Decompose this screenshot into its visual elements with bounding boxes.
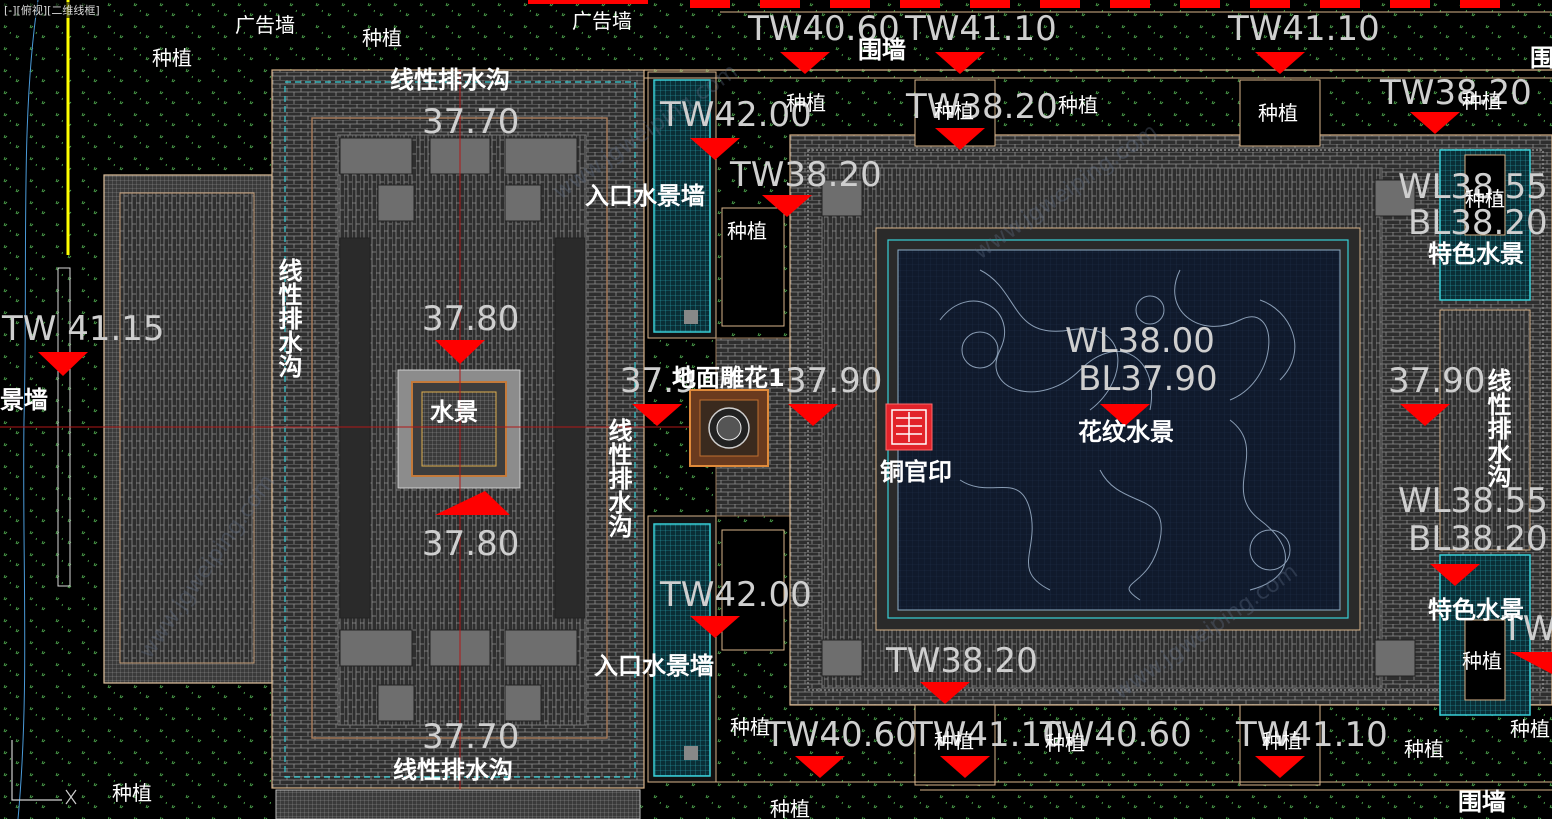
elevation-labels: TW40.60 TW41.10 TW41.10 TW42.00 TW38.20 … [1, 9, 1552, 757]
planting-label: 种植 [1258, 101, 1298, 125]
planting-label: 种植 [1058, 93, 1098, 117]
label-feature-wall-left: 景墙 [0, 386, 48, 414]
bottom-paving-strip [275, 789, 641, 819]
planting-label: 种植 [1462, 89, 1502, 113]
elev-tw-38-20-mid: TW38.20 [729, 155, 882, 195]
elev-37-90-right: 37.90 [1388, 361, 1485, 401]
planting-label: 种植 [1510, 717, 1550, 741]
label-boundary-wall-right: 围 [1530, 44, 1552, 72]
label-billboard-left: 广告墙 [235, 13, 295, 37]
elev-tw-38-20-top-a: TW38.20 [905, 87, 1058, 127]
planting-label: 种植 [727, 219, 767, 243]
elev-tw-38-20-top-b: TW38.20 [1379, 73, 1532, 113]
elev-tw-41-10-top-b: TW41.10 [1227, 9, 1380, 49]
elev-tw-42-00-bottom: TW42.00 [659, 575, 812, 615]
elev-tw-41-10-bottom-b: TW41.10 [1235, 715, 1388, 755]
planting-label: 种植 [1045, 731, 1085, 755]
planting-label: 种植 [1262, 729, 1302, 753]
ground-carving [689, 389, 769, 467]
planting-label: 种植 [770, 797, 810, 819]
planting-label: 种植 [1465, 187, 1505, 211]
planting-label: 种植 [730, 715, 770, 739]
planting-label: 种植 [152, 46, 192, 70]
viewport-label[interactable]: [-][俯视][二维线框] [2, 2, 102, 18]
elev-tw-41-10-top-a: TW41.10 [904, 9, 1057, 49]
elevation-markers [38, 52, 1552, 778]
elev-37-80-bottom: 37.80 [422, 524, 519, 564]
label-drain-top: 线性排水沟 [390, 66, 510, 94]
entrance-wall-top [647, 71, 717, 339]
entrance-wall-bottom [647, 515, 717, 783]
elev-37-70-bottom: 37.70 [422, 717, 519, 757]
label-pattern-water: 花纹水景 [1078, 418, 1174, 446]
planting-label: 种植 [934, 729, 974, 753]
label-ground-carving: 地面雕花1 [672, 364, 785, 392]
left-boundary-curve [17, 0, 39, 819]
label-entrance-wall-top: 入口水景墙 [585, 182, 705, 210]
elev-37-70-top: 37.70 [422, 102, 519, 142]
elev-37-90-mid: 37.90 [785, 361, 882, 401]
label-boundary-wall-bottom: 围墙 [1458, 788, 1506, 816]
pattern-water-pool [875, 227, 1361, 631]
label-drain-left-vertical: 线性排水沟 [274, 258, 302, 379]
planting-labels: 种植 种植 种植 种植 种植 种植 种植 种植 种植 种植 种植 种植 种植 种… [112, 26, 1550, 819]
label-billboard-right: 广告墙 [572, 9, 632, 33]
planting-label: 种植 [1404, 737, 1444, 761]
planting-label: 种植 [1462, 649, 1502, 673]
elev-wl-38-00: WL38.00 [1065, 321, 1215, 361]
special-water-top [1439, 149, 1531, 301]
elev-wl-38-55-top: WL38.55 [1398, 167, 1548, 207]
planting-label: 种植 [934, 99, 974, 123]
label-boundary-wall-top: 围墙 [858, 36, 906, 64]
elev-tw-38-20-bottom: TW38.20 [885, 641, 1038, 681]
label-copper-seal: 铜官印 [880, 458, 952, 486]
elev-bl-38-20-top: BL38.20 [1408, 203, 1548, 243]
elev-tw-41-10-bottom-a: TW41.10 [911, 715, 1064, 755]
planting-label: 种植 [362, 26, 402, 50]
planting-label: 种植 [112, 781, 152, 805]
label-special-water-bottom: 特色水景 [1428, 596, 1524, 624]
elev-tw-40-60-top: TW40.60 [747, 9, 900, 49]
label-drain-right-vertical: 线性排水沟 [1483, 368, 1511, 489]
elev-tw-40-60-bottom-a: TW40.60 [764, 715, 917, 755]
copper-seal [885, 403, 933, 451]
boundary-wall-top [528, 0, 1552, 79]
label-entrance-wall-bottom: 入口水景墙 [594, 652, 714, 680]
elev-tw-38-partial: TW38 [1501, 609, 1552, 649]
label-special-water-top: 特色水景 [1428, 240, 1524, 268]
elev-37-9-left: 37.9 [620, 361, 696, 401]
elev-tw-41-15-left: TW 41.15 [1, 309, 165, 349]
ucs-icon [11, 740, 77, 805]
feature-labels: 广告墙 广告墙 围墙 围 围墙 景墙 线性排水沟 线性排水沟 线性排水沟 线性排… [0, 9, 1552, 816]
special-water-bottom [1439, 554, 1531, 716]
elev-bl-38-20-bottom: BL38.20 [1408, 519, 1548, 559]
label-water-feature-small: 水景 [430, 398, 478, 426]
label-drain-bottom: 线性排水沟 [393, 756, 513, 784]
small-water-feature [397, 369, 521, 489]
label-drain-mid-vertical: 线性排水沟 [604, 418, 632, 539]
elev-wl-38-55-bottom: WL38.55 [1398, 481, 1548, 521]
plaza-tiles [339, 137, 586, 722]
elev-tw-40-60-bottom-b: TW40.60 [1039, 715, 1192, 755]
planting-label: 种植 [786, 91, 826, 115]
elev-bl-37-90: BL37.90 [1078, 359, 1218, 399]
elev-tw-42-00-top: TW42.00 [659, 95, 812, 135]
elev-37-80-top: 37.80 [422, 299, 519, 339]
